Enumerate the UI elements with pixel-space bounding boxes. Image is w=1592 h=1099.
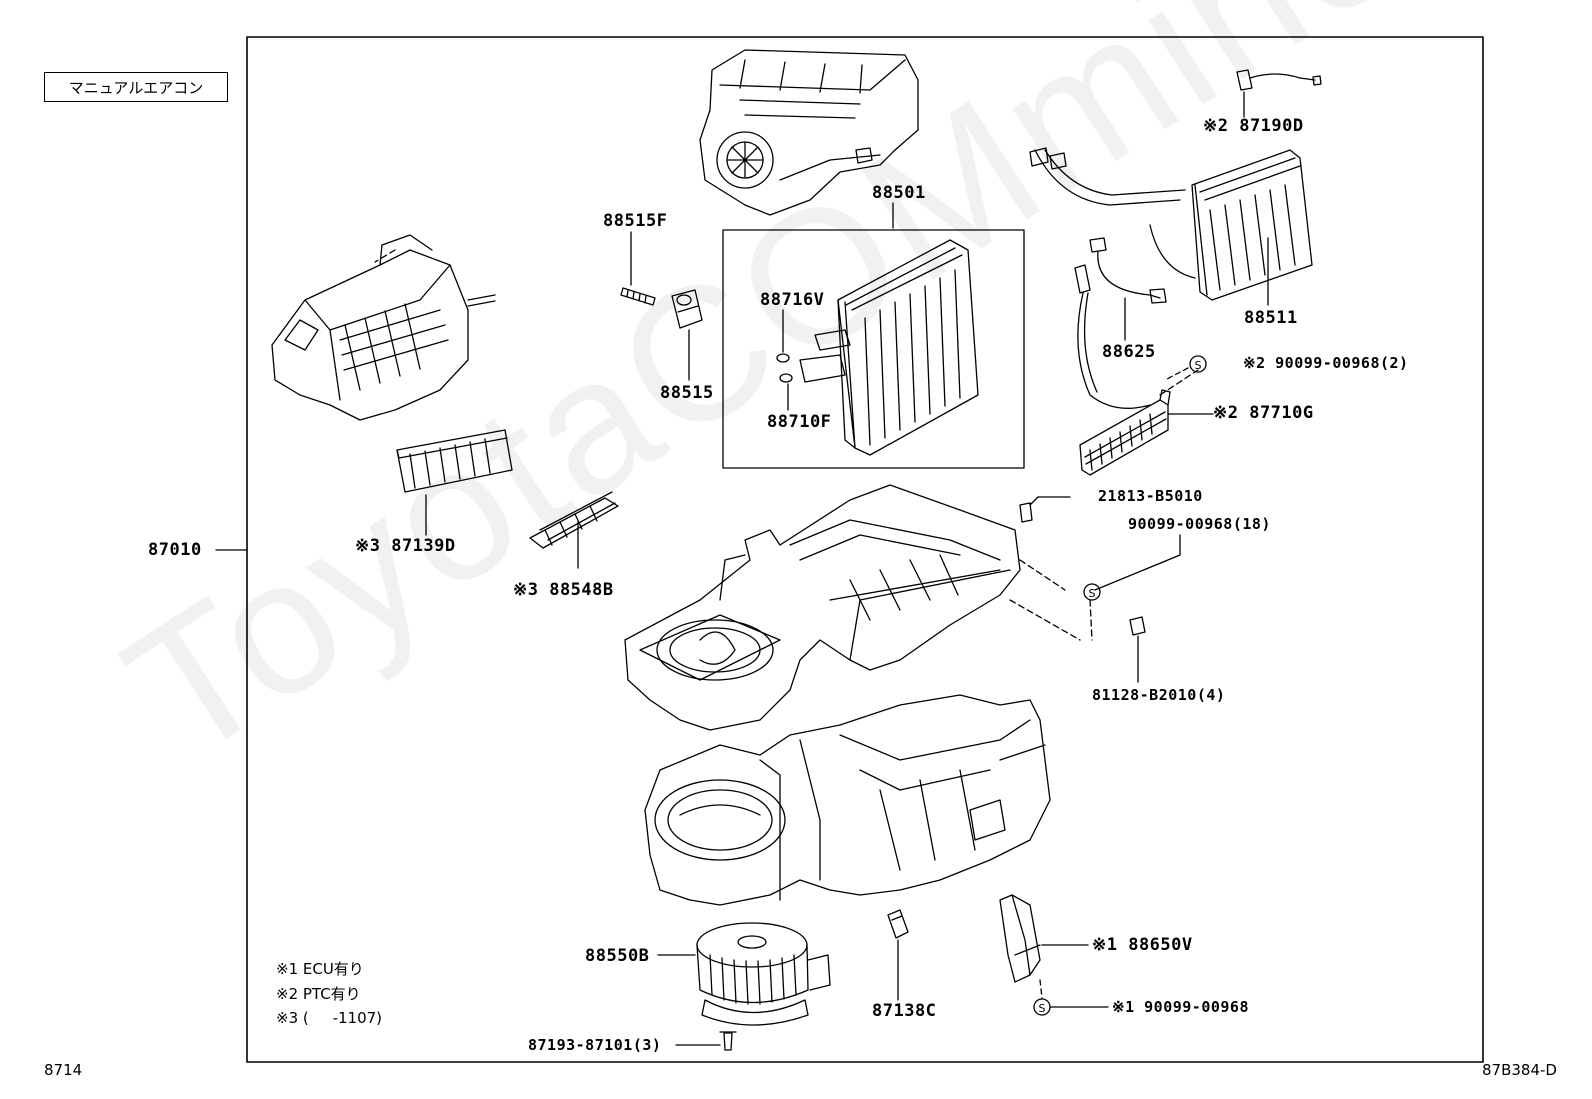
filter-88548B-icon: [529, 491, 619, 549]
blower-motor-icon: [696, 922, 831, 1026]
dashed-leader-ptc: [1159, 369, 1199, 396]
page-title: マニュアルエアコン: [44, 72, 228, 102]
dashed-leader-s2: [1164, 367, 1189, 381]
legend-note-2: ※2 PTC有り: [276, 985, 361, 1003]
label-81128-B2010: 81128-B2010(4): [1092, 686, 1226, 704]
bolt-88515F-icon: [620, 287, 656, 306]
heater-core-icon: [1029, 147, 1313, 301]
label-88548B: ※3 88548B: [513, 580, 614, 600]
upper-housing-icon: [699, 49, 919, 216]
svg-text:S: S: [1089, 587, 1096, 600]
expansion-valve-icon: [671, 289, 703, 329]
label-88515F: 88515F: [603, 211, 668, 231]
dashed-leader-screws: [1009, 559, 1093, 641]
label-88501: 88501: [872, 183, 926, 203]
label-87010: 87010: [148, 540, 202, 560]
clip-81128-icon: [1129, 616, 1146, 636]
label-90099-00968-2: ※2 90099-00968(2): [1243, 354, 1409, 372]
label-87190D: ※2 87190D: [1203, 116, 1304, 136]
screw-87193-icon: [719, 1031, 737, 1051]
label-87193-87101: 87193-87101(3): [528, 1036, 662, 1054]
label-88710F: 88710F: [767, 412, 832, 432]
label-88716V: 88716V: [760, 290, 825, 310]
label-88550B: 88550B: [585, 946, 650, 966]
leader-21813-b: [1029, 496, 1039, 506]
label-87710G: ※2 87710G: [1213, 403, 1314, 423]
label-87138C: 87138C: [872, 1001, 937, 1021]
label-21813-B5010: 21813-B5010: [1098, 487, 1203, 505]
leader-90099-18: [1094, 534, 1181, 591]
ptc-heater-icon: [1079, 389, 1171, 476]
label-88515: 88515: [660, 383, 714, 403]
lower-case-icon: [644, 694, 1051, 906]
sensor-87190D-icon: [1236, 69, 1322, 91]
label-88511: 88511: [1244, 308, 1298, 328]
label-88625: 88625: [1102, 342, 1156, 362]
evaporator-icon: [776, 239, 979, 456]
filter-87139D-icon: [396, 429, 513, 493]
svg-text:S: S: [1039, 1002, 1046, 1015]
screw-s-icon: S: [1083, 583, 1101, 601]
figure-code: 87B384-D: [1482, 1061, 1557, 1079]
evaporator-box: [722, 229, 1025, 469]
svg-text:S: S: [1195, 359, 1202, 372]
ecu-88650V-icon: [999, 894, 1041, 983]
legend-note-1: ※1 ECU有り: [276, 960, 364, 978]
dashed-leader-filter: [374, 249, 396, 263]
page-number: 8714: [44, 1061, 83, 1079]
screw-s-icon: S: [1189, 355, 1207, 373]
middle-housing-icon: [624, 484, 1033, 731]
legend-note-3: ※3 ( -1107): [276, 1009, 383, 1027]
part-87138C-icon: [887, 909, 909, 939]
label-90099-00968-18: 90099-00968(18): [1128, 515, 1271, 533]
harness-88625-icon: [1074, 237, 1167, 409]
dashed-leader-ecu-screw: [1039, 979, 1043, 999]
label-90099-00968-ecu: ※1 90099-00968: [1112, 998, 1249, 1016]
left-upper-case-icon: [271, 234, 496, 421]
label-87139D: ※3 87139D: [355, 536, 456, 556]
screw-s-icon: S: [1033, 998, 1051, 1016]
label-88650V: ※1 88650V: [1092, 935, 1193, 955]
